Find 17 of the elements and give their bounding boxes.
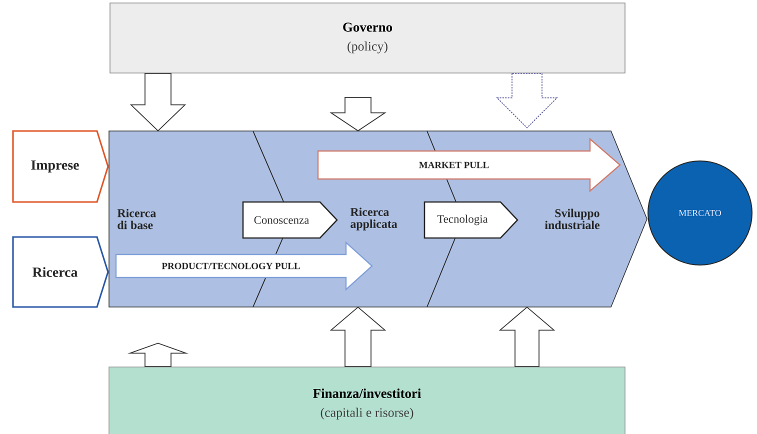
pentagon-tab: Imprese bbox=[12, 130, 109, 203]
block-arrow bbox=[330, 96, 386, 132]
pentagon-tab: Ricerca bbox=[12, 236, 109, 308]
stage-label: Ricerca applicata bbox=[350, 208, 398, 230]
stage-label: Ricerca di base bbox=[117, 208, 156, 230]
block-arrow bbox=[127, 342, 189, 368]
block-arrow bbox=[130, 72, 186, 132]
stage-label: Sviluppo industriale bbox=[544, 208, 600, 230]
bottom-box: Finanza/investitori (capitali e risorse) bbox=[108, 366, 626, 434]
block-arrow bbox=[496, 72, 558, 128]
block-arrow bbox=[330, 306, 386, 368]
block-arrow bbox=[498, 306, 556, 368]
pull-banner: MARKET PULL bbox=[317, 138, 621, 192]
top-box: Governo (policy) bbox=[110, 2, 626, 74]
pentagon-tag: Conoscenza bbox=[242, 201, 338, 239]
pull-banner: PRODUCT/TECNOLOGY PULL bbox=[115, 241, 373, 291]
pentagon-tag: Tecnologia bbox=[424, 201, 518, 239]
